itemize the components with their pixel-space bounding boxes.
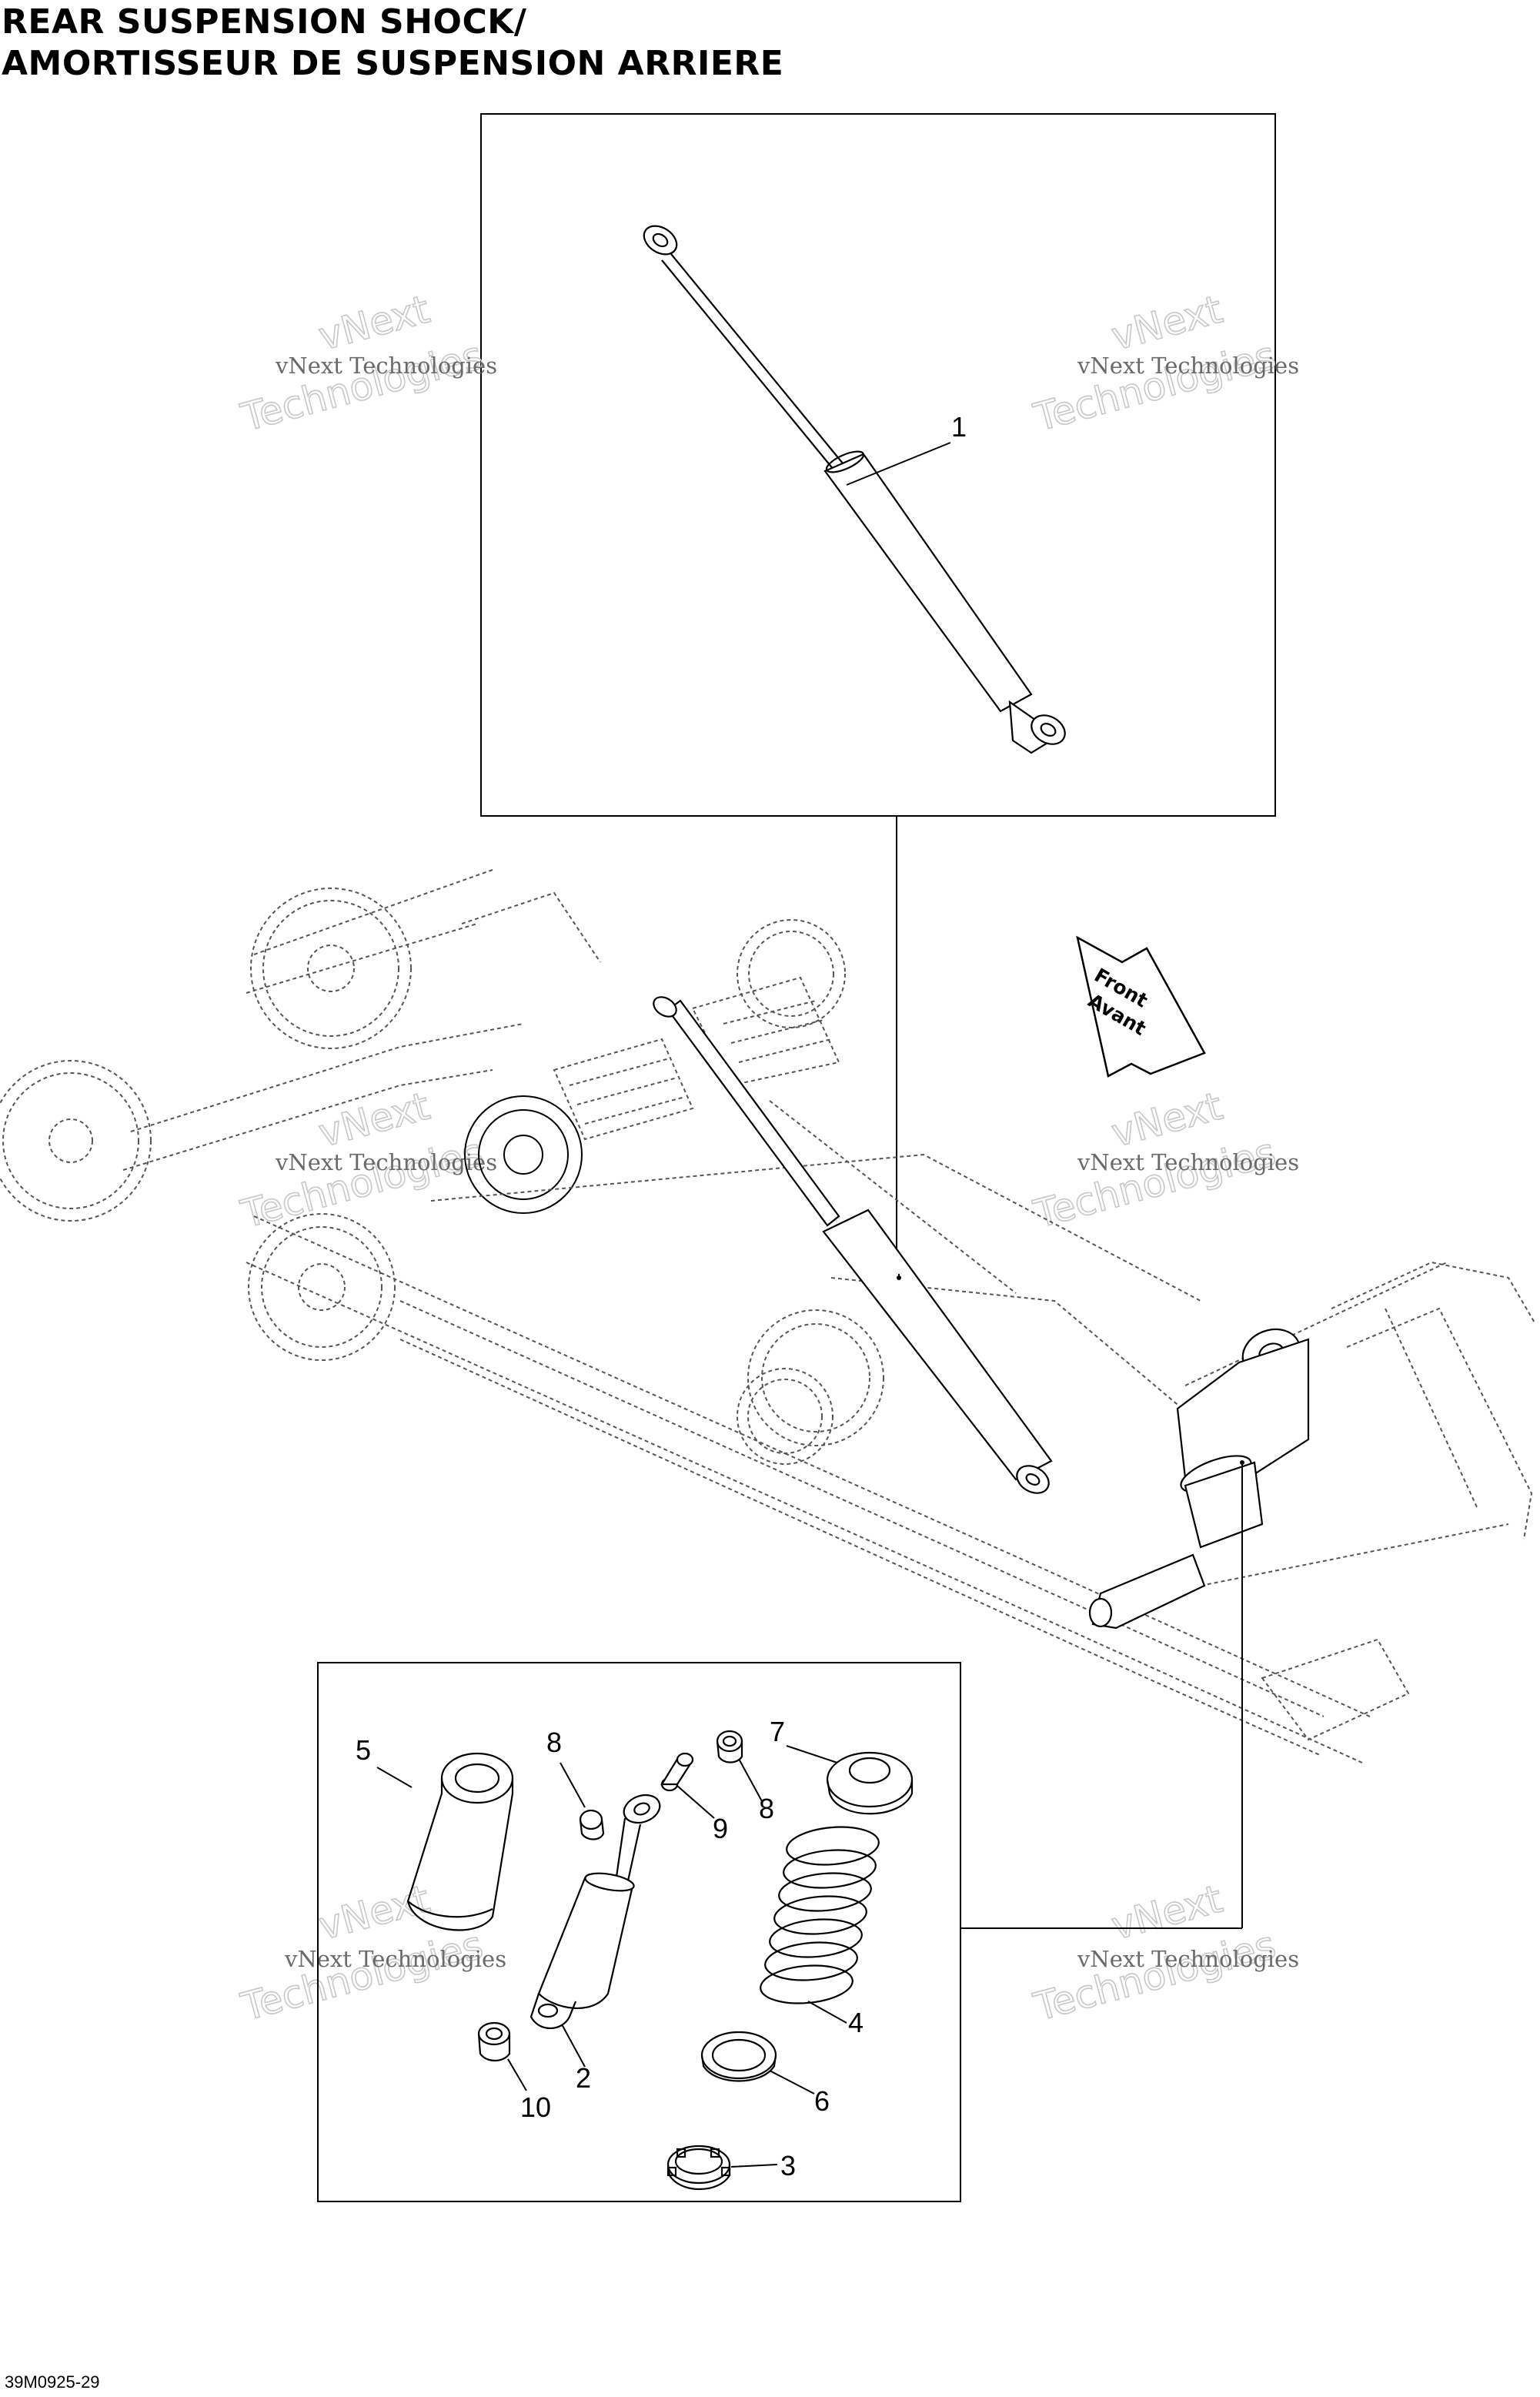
detail-box-shock-components bbox=[317, 1662, 961, 2202]
callout-9: 9 bbox=[713, 1813, 728, 1844]
svg-text:vNext Technologies: vNext Technologies bbox=[1077, 353, 1299, 379]
callout-6: 6 bbox=[814, 2085, 830, 2117]
detail-box-shock-1 bbox=[480, 113, 1276, 817]
callout-8-right: 8 bbox=[759, 1793, 774, 1824]
watermark: vNext Technologies vNext Technologies vN… bbox=[236, 286, 1299, 2031]
part-8-bushing-left bbox=[579, 1809, 605, 1840]
svg-text:vNext Technologies: vNext Technologies bbox=[1077, 1149, 1299, 1175]
svg-text:vNext Technologies: vNext Technologies bbox=[275, 1149, 497, 1175]
callout-10: 10 bbox=[520, 2091, 551, 2123]
part-10-lower-bushing bbox=[477, 2021, 511, 2062]
part-3-adjuster-nut bbox=[666, 2145, 731, 2190]
part-9-pin bbox=[660, 1752, 694, 1792]
callout-1: 1 bbox=[951, 411, 967, 443]
callout-8-left: 8 bbox=[546, 1727, 562, 1758]
part-5-bump-stop bbox=[406, 1752, 514, 1931]
callout-2: 2 bbox=[576, 2062, 591, 2094]
diagram-title: REAR SUSPENSION SHOCK/ AMORTISSEUR DE SU… bbox=[2, 2, 783, 85]
part-6-spacer-ring bbox=[700, 2031, 777, 2082]
callout-4: 4 bbox=[848, 2007, 864, 2038]
title-line-french: AMORTISSEUR DE SUSPENSION ARRIERE bbox=[2, 44, 784, 83]
front-direction-arrow: Front Avant bbox=[1076, 935, 1206, 1078]
callout-5: 5 bbox=[356, 1734, 371, 1766]
part-2-shock-body bbox=[529, 1794, 661, 2029]
rear-suspension-frame-assembly bbox=[0, 869, 1536, 1763]
part-7-spring-retainer bbox=[826, 1751, 914, 1815]
shock-absorber-part-1 bbox=[643, 225, 1066, 754]
svg-text:vNext Technologies: vNext Technologies bbox=[1077, 1946, 1299, 1972]
callout-3: 3 bbox=[780, 2150, 796, 2181]
svg-text:vNext Technologies: vNext Technologies bbox=[275, 353, 497, 379]
callout-7: 7 bbox=[770, 1716, 785, 1747]
part-8-bushing-right bbox=[716, 1730, 743, 1763]
title-line-english: REAR SUSPENSION SHOCK/ bbox=[2, 2, 527, 42]
drawing-reference-code: 39M0925-29 bbox=[5, 2372, 100, 2392]
svg-text:vNext Technologies: vNext Technologies bbox=[284, 1946, 506, 1972]
part-4-coil-spring bbox=[760, 1826, 880, 2004]
